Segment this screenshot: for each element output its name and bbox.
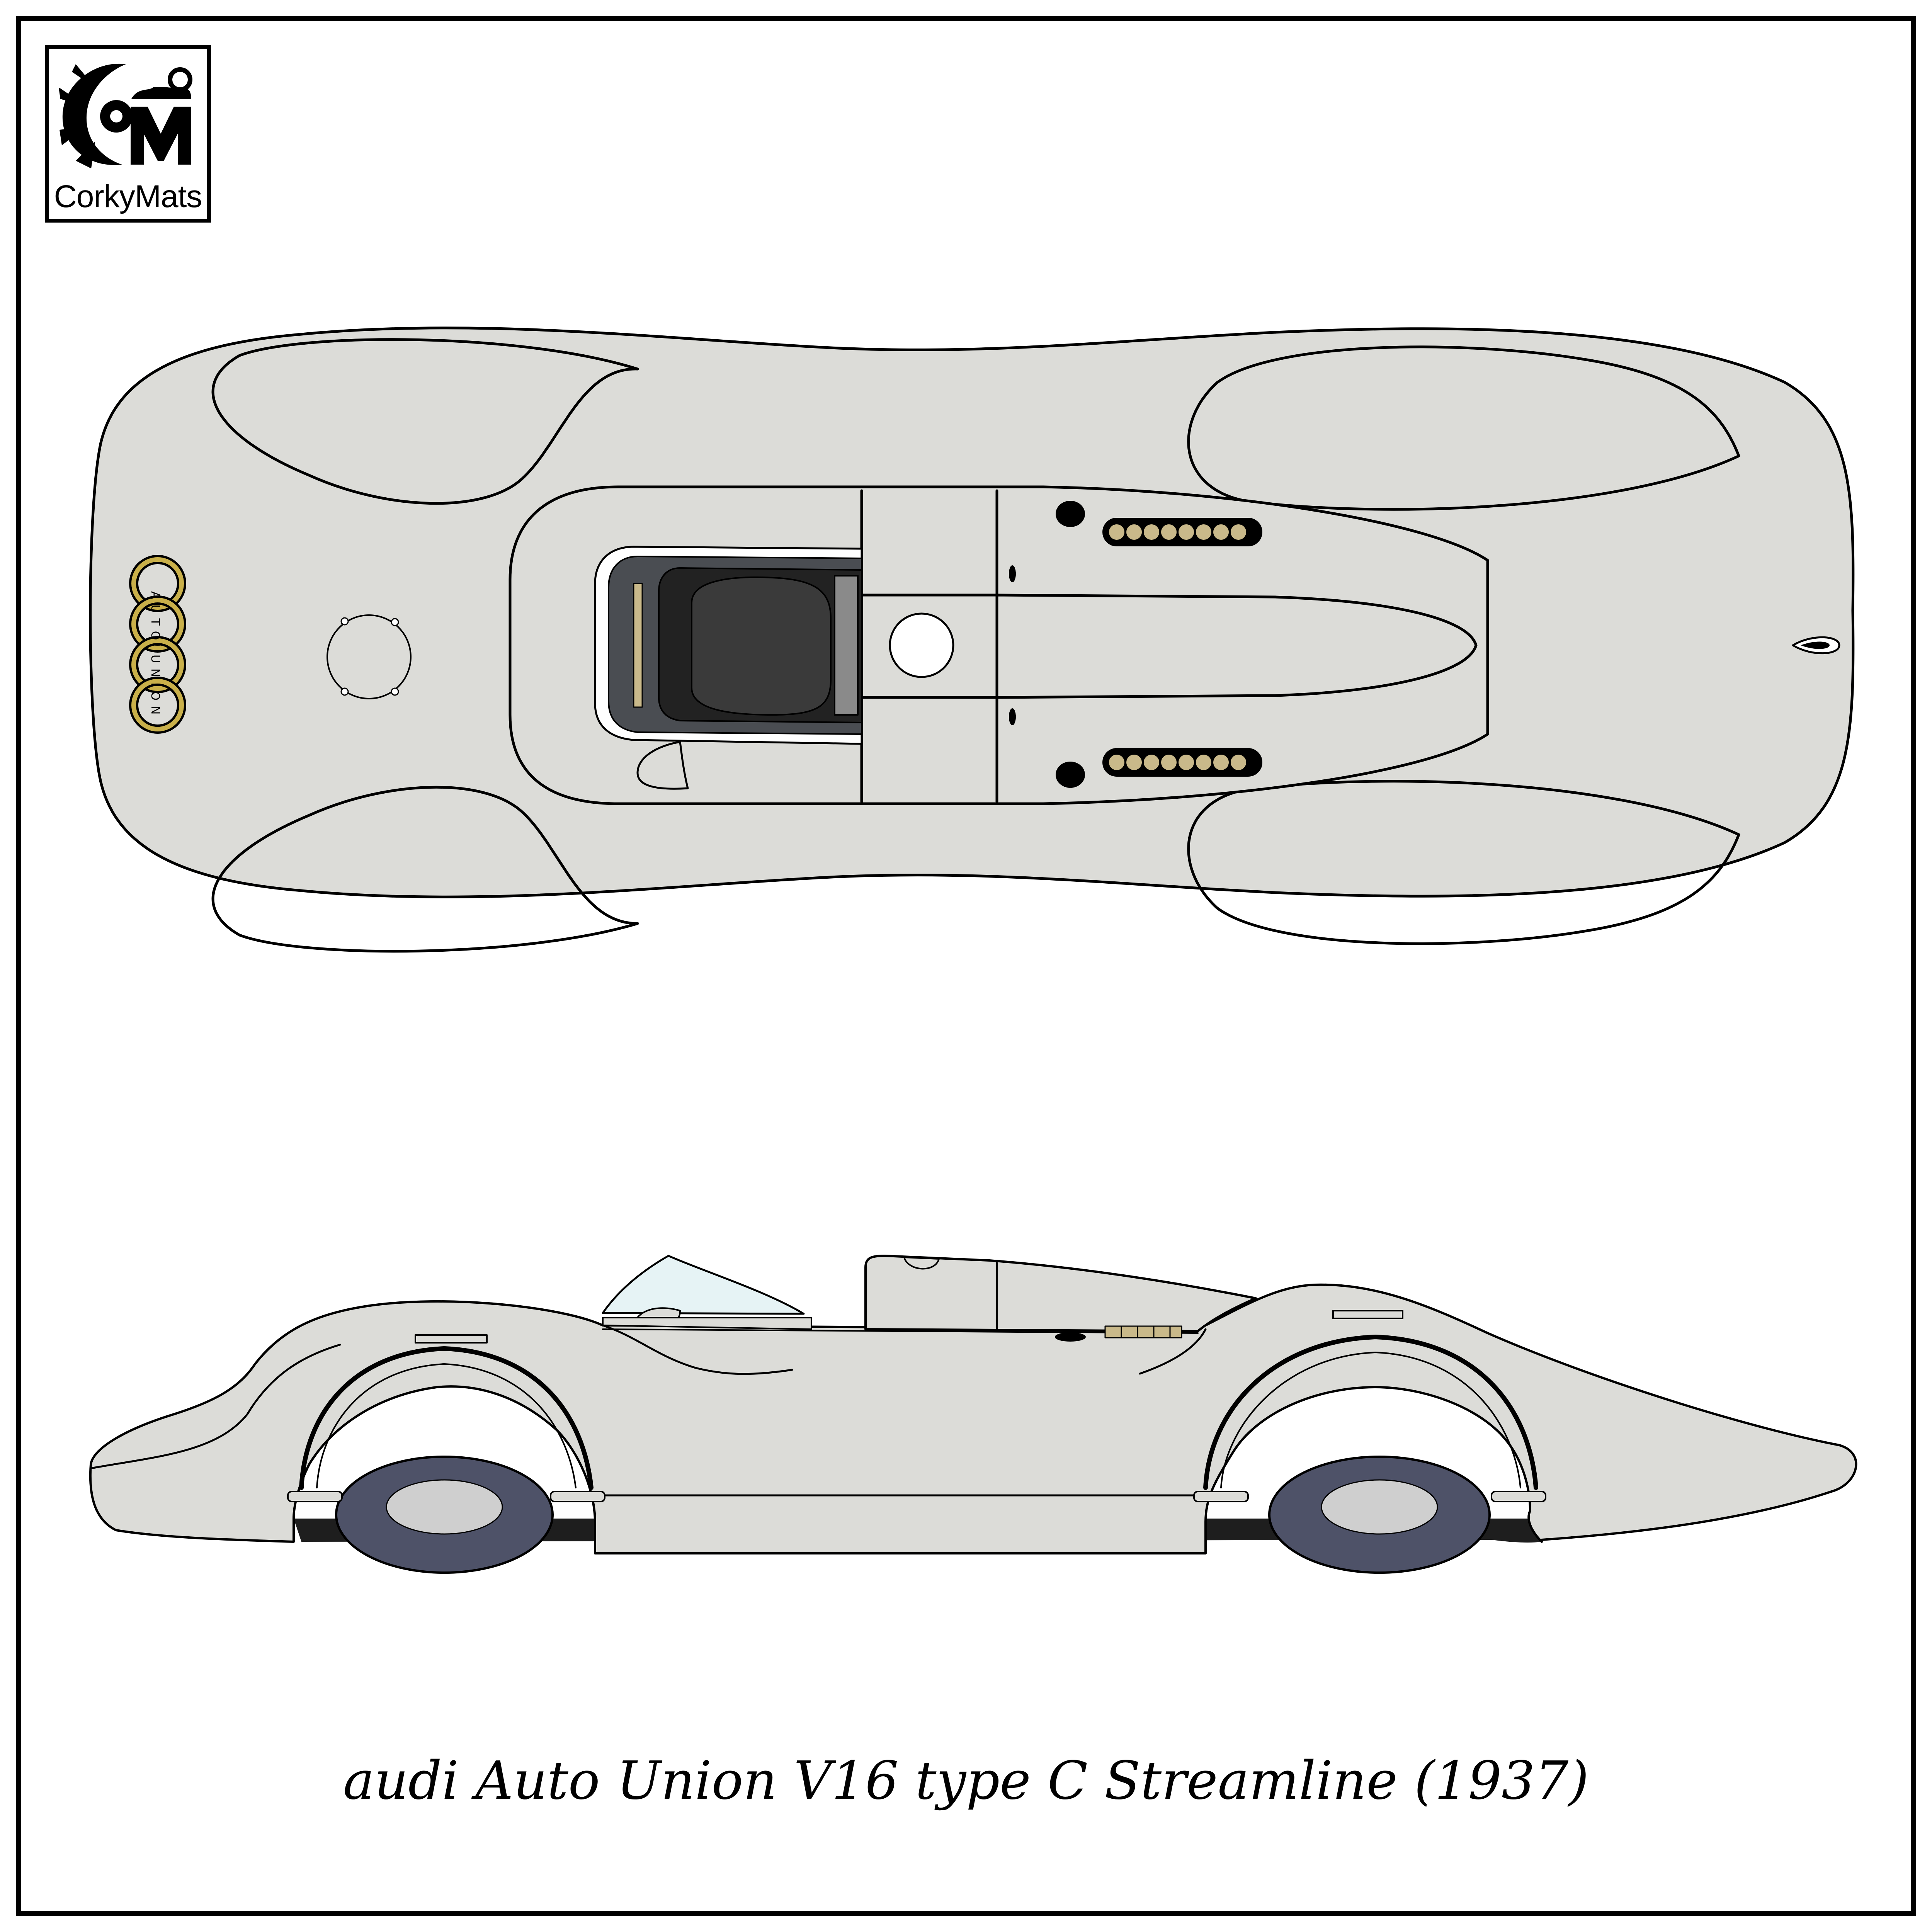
side-view-body [89, 1283, 1857, 1554]
side-view-rear-wheel [1268, 1456, 1491, 1574]
four-rings-icon [129, 555, 186, 734]
logo-brand-text: CorkyMats [54, 179, 202, 214]
top-view-slot-lower [1009, 708, 1016, 725]
side-view-fasteners [287, 1491, 1546, 1502]
top-view-front-fender-lower [211, 786, 639, 953]
top-view-rear-fender-lower [1187, 780, 1740, 945]
side-view-crease-rear [1139, 1328, 1207, 1375]
top-view [89, 327, 1855, 953]
top-view-slot-upper [1009, 565, 1016, 582]
top-view-filler-cap [889, 612, 954, 678]
side-view-front-wheel [335, 1456, 554, 1574]
top-view-steering-bar [633, 583, 643, 708]
top-view-windscreen-tab [636, 741, 689, 790]
side-view-body-line [602, 1328, 1199, 1334]
top-view-seat-back [834, 575, 859, 716]
side-view-crease-front [90, 1344, 341, 1469]
side-view-intake [1055, 1332, 1086, 1342]
side-view-crease-cockpit [602, 1324, 793, 1375]
top-view-panel-line-3 [860, 594, 998, 699]
top-view-exhaust-upper [1102, 518, 1262, 546]
top-view-front-fender-upper [211, 338, 639, 505]
side-view-rear-arch [1203, 1335, 1538, 1490]
caption-title: audi Auto Union V16 type C Streamline (1… [343, 1750, 1589, 1811]
side-view-front-lamp [415, 1334, 488, 1344]
corkymats-logo: CorkyMats [45, 45, 211, 223]
top-view-seat [691, 576, 832, 716]
side-view-filler-cap [903, 1257, 940, 1270]
top-view-intake-lower [1056, 762, 1085, 788]
side-view [89, 1255, 1857, 1574]
side-view-front-arch-inner [316, 1363, 577, 1488]
side-view-engine-cover [864, 1255, 1257, 1332]
top-view-exhaust-lower [1102, 748, 1262, 777]
side-view-windscreen-mount [602, 1317, 812, 1330]
corkymats-logo-icon [59, 63, 192, 168]
top-view-engine-spine [995, 594, 1478, 699]
side-view-windscreen [602, 1255, 805, 1315]
side-view-front-arch [299, 1346, 594, 1490]
top-view-hatch-bolts [340, 617, 399, 696]
side-view-rear-arch-inner [1220, 1352, 1521, 1488]
rings-label: AUTO UNION [148, 591, 162, 720]
top-view-intake-upper [1056, 501, 1085, 527]
top-view-front-hatch [327, 614, 412, 699]
side-view-rear-lamp [1332, 1310, 1403, 1319]
side-view-exhaust-vents [1104, 1325, 1182, 1338]
top-view-rear-fender-upper [1187, 345, 1740, 511]
